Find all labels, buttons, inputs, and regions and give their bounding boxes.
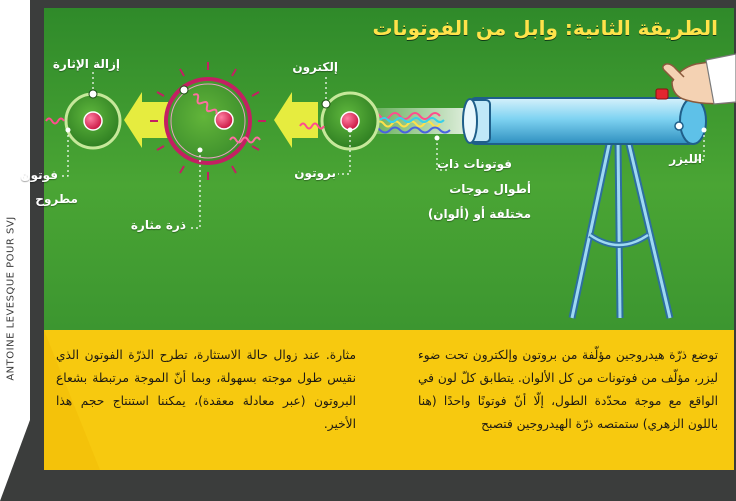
arrow-icon xyxy=(274,92,318,148)
diagram-panel xyxy=(44,8,734,330)
label-photons-line1: فوتونات ذات xyxy=(437,157,512,171)
label-photon-emitted-1: فوتون xyxy=(20,168,58,182)
paragraph-right: توضع ذرّة هيدروجين مؤلّفة من بروتون وإلك… xyxy=(418,348,718,431)
diagram-title: الطريقة الثانية: وابل من الفوتونات xyxy=(372,16,718,40)
label-photons-line3: مختلفة أو (ألوان) xyxy=(427,207,531,221)
label-photons-line2: أطوال موجات xyxy=(449,182,531,196)
text-panel: توضع ذرّة هيدروجين مؤلّفة من بروتون وإلك… xyxy=(44,330,734,470)
label-photon-emitted-2: مطروح xyxy=(35,192,78,206)
credit-line: ANTOINE LEVESQUE POUR SVJ xyxy=(4,150,18,450)
paragraph-left: مثارة. عند زوال حالة الاستثارة، تطرح الذ… xyxy=(56,348,356,431)
label-de-excitation: إزالة الإثارة xyxy=(52,57,120,71)
credit-text: ANTOINE LEVESQUE POUR SVJ xyxy=(5,216,17,381)
hydrogen-atom-icon xyxy=(299,91,380,151)
text-panel-bg xyxy=(44,330,734,470)
excited-atom-icon xyxy=(150,62,266,180)
hand-icon xyxy=(662,53,736,105)
laser-icon xyxy=(462,88,707,319)
arrow-icon xyxy=(124,92,168,148)
label-laser: الليزر xyxy=(669,152,702,166)
label-proton: بروتون xyxy=(294,166,336,180)
label-electron: إلكترون xyxy=(292,60,338,74)
label-excited-atom: ذرة مثارة xyxy=(130,218,186,232)
